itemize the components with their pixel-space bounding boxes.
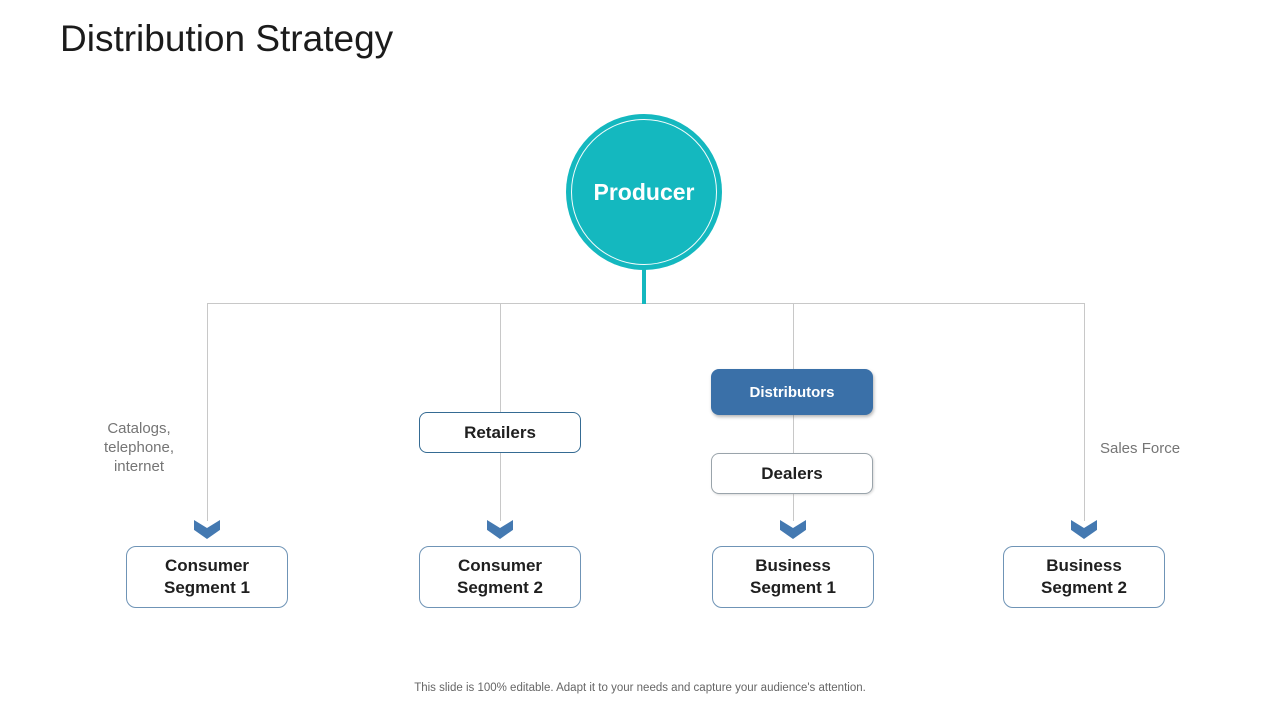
producer-inner-ring [571,119,717,265]
producer-node: Producer [566,114,722,270]
connector-horizontal-line [207,303,1085,304]
arrow-down-icon [194,520,220,539]
arrow-down-icon [780,520,806,539]
connector-vertical-line-1 [207,303,208,521]
node-distributors: Distributors [711,369,873,415]
node-retailers: Retailers [419,412,581,453]
producer-stem-line [642,266,646,304]
salesforce-channel-label: Sales Force [1100,440,1181,457]
node-business-segment-2: Business Segment 2 [1003,546,1165,608]
connector-vertical-line-4 [1084,303,1085,521]
node-consumer-segment-1: Consumer Segment 1 [126,546,288,608]
arrow-down-icon [1071,520,1097,539]
slide-footer-note: This slide is 100% editable. Adapt it to… [414,682,866,694]
producer-label: Producer [593,178,695,205]
node-dealers: Dealers [711,453,873,494]
slide-title: Distribution Strategy [60,18,394,59]
direct-channel-label: Catalogs, telephone, internet [103,420,175,475]
node-business-segment-1: Business Segment 1 [712,546,874,608]
arrow-down-icon [487,520,513,539]
node-consumer-segment-2: Consumer Segment 2 [419,546,581,608]
